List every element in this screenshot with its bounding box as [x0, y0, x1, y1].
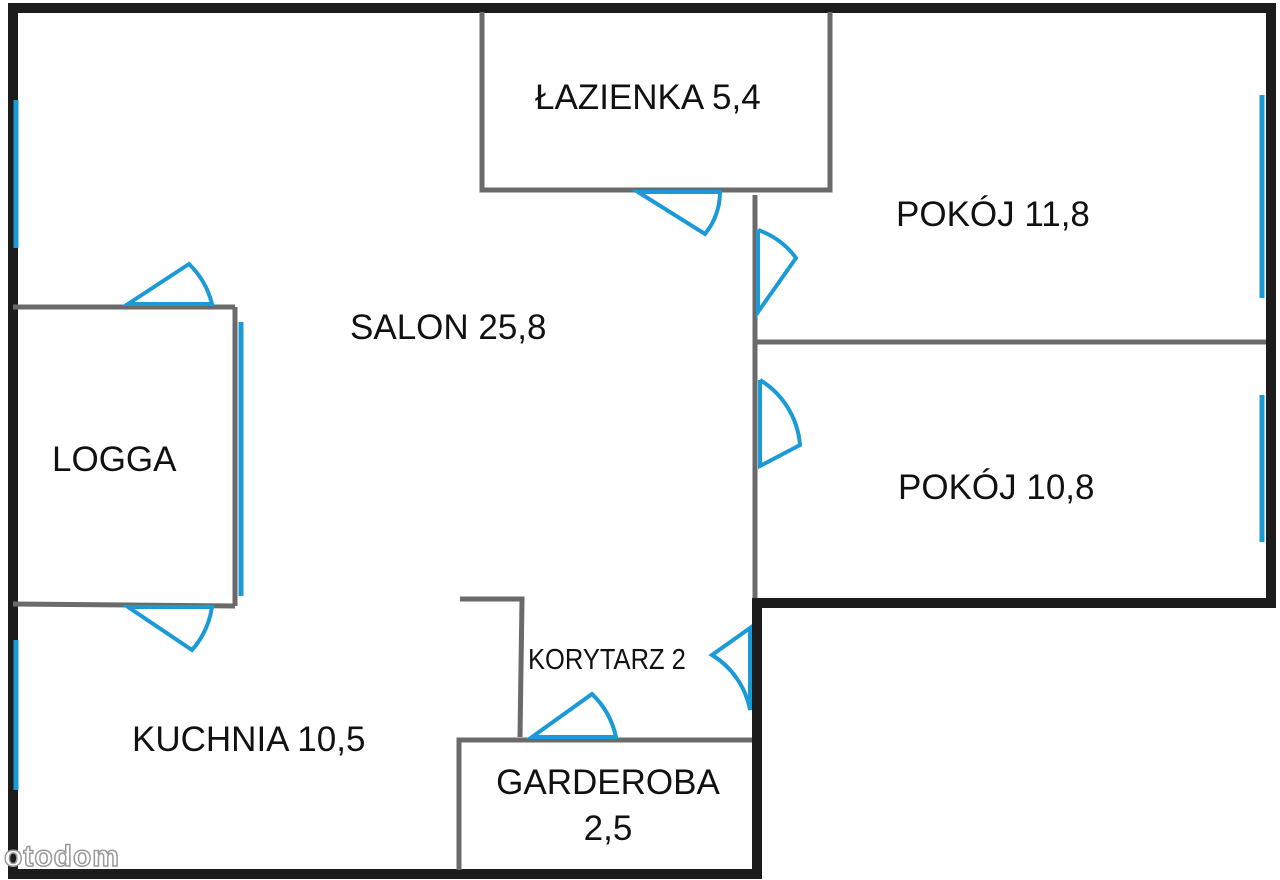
room-label-salon: SALON 25,8 — [350, 308, 547, 347]
outer-wall-main — [8, 3, 1276, 879]
wardrobe-wall — [456, 737, 752, 870]
room-label-korytarz: KORYTARZ 2 — [528, 644, 686, 676]
watermark-logo: otodom — [3, 839, 120, 874]
room-label-pokoj-1: POKÓJ 11,8 — [896, 195, 1090, 234]
room-label-logga: LOGGA — [52, 440, 177, 479]
door-room-1 — [756, 228, 799, 319]
doors — [121, 190, 803, 739]
room-label-pokoj-2: POKÓJ 10,8 — [898, 468, 1095, 507]
door-bathroom — [631, 190, 723, 237]
door-logga-top — [121, 261, 215, 306]
room-label-garderoba-name: GARDEROBA — [496, 763, 720, 802]
inner-walls — [12, 12, 1266, 870]
door-logga-bottom — [121, 605, 215, 653]
corridor-wall — [460, 596, 525, 738]
room-label-kuchnia: KUCHNIA 10,5 — [132, 720, 366, 759]
door-room-2 — [758, 378, 803, 470]
door-corridor — [708, 624, 752, 711]
room-label-lazienka: ŁAZIENKA 5,4 — [535, 78, 761, 117]
room-label-garderoba: GARDEROBA 2,5 — [472, 760, 744, 852]
outer-walls — [8, 3, 1276, 879]
windows — [13, 95, 1265, 790]
room-label-garderoba-area: 2,5 — [583, 809, 633, 848]
door-wardrobe — [525, 691, 619, 739]
